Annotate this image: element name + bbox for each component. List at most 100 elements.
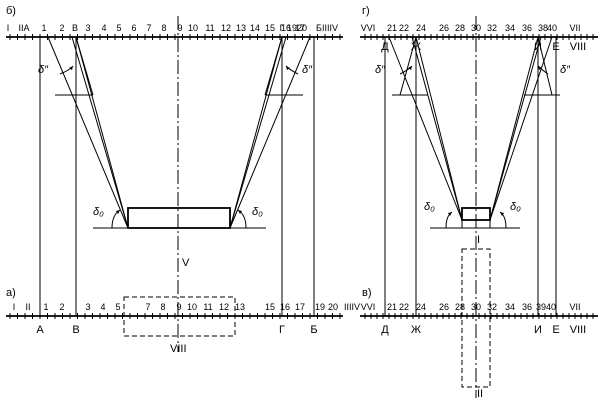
right-top-ticks: [364, 34, 594, 40]
left-bottom-tick-label: 10: [187, 302, 197, 312]
right-top-letter: Д: [381, 41, 389, 53]
left-top-tick-label: 8: [161, 23, 166, 33]
right-top-tick-label: 34: [505, 23, 515, 33]
right-bottom-ticks: [364, 313, 594, 319]
delta0-right: δ₀: [252, 206, 263, 218]
left-bottom-tick-label: 17: [295, 302, 305, 312]
right-top-tick-label: 30: [471, 23, 481, 33]
dashed-box-left: [123, 296, 236, 337]
ray-left-2: [71, 36, 129, 229]
left-bottom-tick-label: 5: [115, 302, 120, 312]
left-bottom-letter: Б: [310, 324, 317, 336]
left-top-tick-label: 7: [146, 23, 151, 33]
label-v: в): [362, 287, 372, 299]
right-bottom-tick-label: 32: [487, 302, 497, 312]
arrow-7: [448, 212, 452, 216]
left-bottom-tick-label: II: [25, 302, 30, 312]
right-bottom-tick-label: 3940: [536, 302, 556, 312]
right-bottom-tick-label: 22: [399, 302, 409, 312]
right-top-tick-label: 40: [547, 23, 557, 33]
left-top-tick-label: 5: [116, 23, 121, 33]
arc-delta0-left: [111, 209, 121, 229]
rdelta0-left: δ₀: [424, 201, 435, 213]
left-bottom-tick-label: 15: [265, 302, 275, 312]
delta0-left: δ₀: [93, 206, 104, 218]
left-bottom-tick-label: 19: [315, 302, 325, 312]
right-bottom-tick-label: 34: [505, 302, 515, 312]
left-top-tick-label: 15: [265, 23, 275, 33]
rray-left-4: [415, 36, 463, 221]
left-bottom-letter: Г: [279, 324, 285, 336]
left-top-tick-label: 3: [85, 23, 90, 33]
arrow-3: [116, 210, 120, 214]
right-top-letter: И: [534, 41, 542, 53]
label-a: а): [6, 287, 16, 299]
ray-right-1: [229, 36, 311, 229]
right-bottom-tick-label: 28: [455, 302, 465, 312]
label-II: II: [477, 388, 483, 400]
left-top-tick-label: 14: [250, 23, 260, 33]
right-bottom-letter: Е: [552, 324, 559, 336]
left-bottom-tick-label: 13: [235, 302, 245, 312]
left-top-ticks: [9, 34, 341, 40]
left-top-tick-label: 10: [188, 23, 198, 33]
right-top-tick-label: 21: [387, 23, 397, 33]
right-top-tick-label: 24: [416, 23, 426, 33]
left-bottom-tick-label: 2: [59, 302, 64, 312]
label-I: I: [477, 234, 480, 246]
left-top-tick-label: 20: [297, 23, 307, 33]
right-top-letter: Ж: [411, 41, 421, 53]
left-bottom-tick-label: 12: [219, 302, 229, 312]
left-top-tick-label: I: [7, 23, 10, 33]
ray-left-1: [47, 36, 129, 229]
label-VIII: VIII: [170, 343, 187, 355]
left-bottom-tick-label: 4: [100, 302, 105, 312]
left-top-tick-label: 17: [295, 23, 305, 33]
left-top-tick-label: 13: [236, 23, 246, 33]
label-b: б): [6, 5, 16, 17]
label-V: V: [182, 257, 190, 269]
arrow-2: [286, 66, 290, 70]
dashed-box-right: [461, 248, 491, 388]
right-bottom-tick-label: 30: [471, 302, 481, 312]
left-bottom-tick-label: 20: [328, 302, 338, 312]
right-top-letter: VIII: [570, 41, 587, 53]
rray-right-3: [537, 36, 553, 96]
left-bottom-tick-label: 16: [280, 302, 290, 312]
right-bottom-tick-label: 24: [416, 302, 426, 312]
left-bottom-tick-label: 9: [176, 302, 181, 312]
left-bottom-letter: А: [36, 324, 44, 336]
left-top-tick-label: IIA: [18, 23, 29, 33]
right-top-tick-label: VVI: [361, 23, 376, 33]
left-bottom-tick-label: 11: [203, 302, 212, 312]
delta2-right: δ″: [302, 64, 313, 76]
left-top-tick-label: В: [72, 23, 78, 33]
right-top-tick-label: 22: [399, 23, 409, 33]
ray-right-4: [229, 36, 283, 229]
right-top-tick-label: 32: [487, 23, 497, 33]
arrow-1: [69, 66, 73, 70]
arrow-6: [538, 66, 542, 70]
left-top-tick-label: БIIIIV: [316, 23, 338, 33]
left-top-tick-label: Г: [280, 23, 285, 33]
label-g: г): [362, 5, 370, 17]
arc-delta0-right: [237, 209, 247, 229]
ray-right-2: [229, 36, 287, 229]
right-bottom-letter: И: [534, 324, 542, 336]
left-bottom-tick-label: 3: [85, 302, 90, 312]
left-bottom-tick-label: IIIIV: [344, 302, 360, 312]
rray-left-3: [399, 36, 417, 96]
delta2-left: δ″: [38, 64, 49, 76]
right-panel: [360, 16, 598, 398]
rray-left-1: [388, 36, 463, 221]
right-top-tick-label: 28: [455, 23, 465, 33]
rray-left-2: [411, 36, 463, 221]
right-top-tick-label: 26: [439, 23, 449, 33]
